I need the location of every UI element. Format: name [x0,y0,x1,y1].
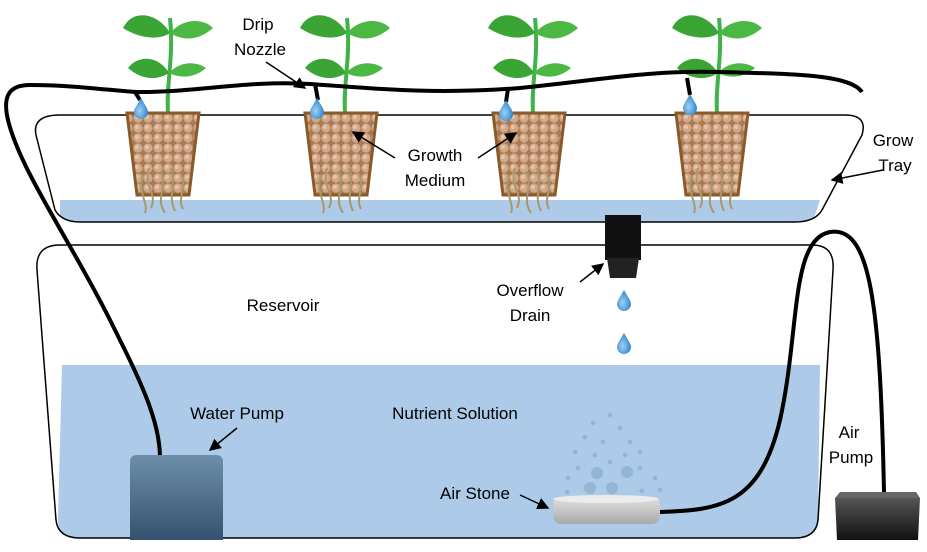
drip-drop [310,98,324,119]
water-pump [130,455,223,540]
nutrient-solution-water [58,365,820,538]
label-nutrient-solution: Nutrient Solution [392,404,518,423]
plant-4 [670,13,764,215]
label-grow-tray-1: Grow [873,131,914,150]
drip-line [4,69,864,459]
drip-drop [134,98,148,119]
label-overflow-drain-1: Overflow [496,281,564,300]
label-growth-medium-1: Growth [408,146,463,165]
drip-drop [499,100,513,121]
label-water-pump: Water Pump [190,404,284,423]
drain-drop [617,290,631,311]
drip-drop [683,94,697,115]
air-pump [835,492,920,540]
air-stone [553,495,660,524]
label-drip-nozzle-2: Nozzle [234,40,286,59]
air-line [659,229,886,514]
label-air-pump-2: Pump [829,448,873,467]
label-grow-tray-2: Tray [878,156,912,175]
label-reservoir: Reservoir [247,296,320,315]
label-air-stone: Air Stone [440,484,510,503]
drain-drop [617,333,631,354]
label-overflow-drain-2: Drain [510,306,551,325]
label-drip-nozzle-1: Drip [242,15,273,34]
pointer-arrows [208,61,884,510]
reservoir [36,244,834,539]
air-bubbles [564,412,663,495]
label-growth-medium-2: Medium [405,171,465,190]
label-air-pump-1: Air [839,423,860,442]
overflow-drain [605,215,641,354]
